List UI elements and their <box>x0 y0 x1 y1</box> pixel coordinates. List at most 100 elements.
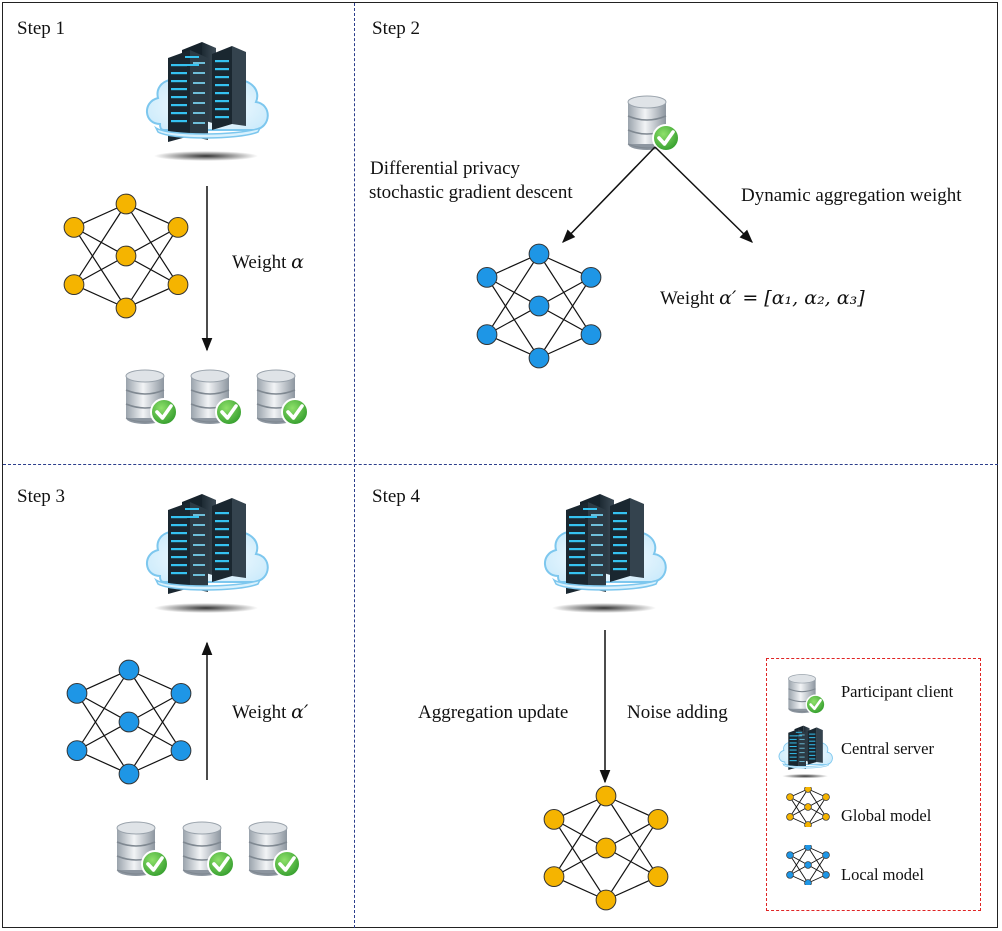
network-node <box>118 711 140 733</box>
global-model-network <box>63 193 189 319</box>
network-node <box>822 813 830 821</box>
network-node <box>543 809 565 830</box>
network-node <box>580 324 602 345</box>
network-node <box>786 793 794 801</box>
network-node <box>804 821 812 827</box>
network-node <box>115 193 137 215</box>
network-edge <box>486 277 540 359</box>
network-edge <box>789 854 809 884</box>
network-node <box>528 347 550 369</box>
network-node <box>822 793 830 801</box>
vertical-divider <box>354 3 355 928</box>
weight-text: Weight <box>232 702 287 723</box>
network-node <box>647 809 669 830</box>
network-node <box>804 861 812 869</box>
weight-formula: α′ = [α₁, α₂, α₃] <box>719 287 865 309</box>
network-node <box>528 295 550 317</box>
network-edge <box>789 846 809 876</box>
legend-item-global-model: Global model <box>841 806 932 825</box>
network-node <box>822 871 830 879</box>
network-node <box>580 267 602 288</box>
network-edge <box>486 253 540 335</box>
weight-text: Weight <box>232 252 287 273</box>
network-node <box>66 740 88 761</box>
horizontal-divider <box>3 464 998 465</box>
network-node <box>118 659 140 681</box>
network-edge <box>76 693 130 775</box>
legend-item-local-model: Local model <box>841 865 924 884</box>
network-node <box>804 845 812 851</box>
network-node <box>647 866 669 887</box>
network-edge <box>605 819 659 901</box>
network-edge <box>553 795 607 877</box>
global-model-network <box>786 787 830 827</box>
network-node <box>118 763 140 785</box>
network-edge <box>76 669 130 751</box>
step2-weight-label: Weight α′ = [α₁, α₂, α₃] <box>660 287 865 310</box>
network-edge <box>128 693 182 775</box>
network-node <box>804 879 812 885</box>
network-node <box>786 871 794 879</box>
step3-label: Step 3 <box>17 486 66 507</box>
local-model-network <box>66 659 192 785</box>
network-node <box>63 274 85 295</box>
network-edge <box>807 854 827 884</box>
network-node <box>167 217 189 238</box>
network-edge <box>125 203 179 285</box>
network-edge <box>553 819 607 901</box>
weight-symbol: α <box>291 251 304 273</box>
aggregation-update-label: Aggregation update <box>418 702 569 723</box>
network-node <box>66 683 88 704</box>
step1-weight-label: Weight α <box>232 251 304 274</box>
network-node <box>595 785 617 807</box>
network-edge <box>538 277 592 359</box>
network-node <box>786 851 794 859</box>
network-node <box>63 217 85 238</box>
legend-item-participant-client: Participant client <box>841 682 954 701</box>
global-model-icon <box>786 787 830 827</box>
local-model-icon <box>786 845 830 885</box>
network-node <box>476 267 498 288</box>
network-node <box>167 274 189 295</box>
dp-sgd-label-line2: stochastic gradient descent <box>369 182 573 203</box>
database-check-icon <box>787 673 827 716</box>
network-edge <box>538 253 592 335</box>
network-node <box>786 813 794 821</box>
network-edge <box>125 227 179 309</box>
legend-item-central-server: Central server <box>841 739 934 758</box>
dynamic-weight-label: Dynamic aggregation weight <box>741 185 962 206</box>
step2-label: Step 2 <box>372 18 421 39</box>
network-node <box>822 851 830 859</box>
weight-symbol: α′ <box>291 701 309 723</box>
network-edge <box>807 788 827 818</box>
cloud-server-icon <box>775 721 837 779</box>
network-node <box>804 803 812 811</box>
legend-box: Participant client Central server Global… <box>766 658 981 911</box>
network-node <box>170 740 192 761</box>
network-node <box>528 243 550 265</box>
network-node <box>115 245 137 267</box>
network-edge <box>807 796 827 826</box>
network-node <box>543 866 565 887</box>
weight-text: Weight <box>660 288 715 309</box>
step4-label: Step 4 <box>372 486 421 507</box>
network-node <box>595 889 617 911</box>
network-edge <box>128 669 182 751</box>
step3-weight-label: Weight α′ <box>232 701 309 724</box>
global-model-network <box>543 785 669 911</box>
left-branch-arrow <box>562 146 656 243</box>
network-edge <box>789 788 809 818</box>
local-model-network <box>476 243 602 369</box>
network-edge <box>73 203 127 285</box>
network-edge <box>73 227 127 309</box>
step1-label: Step 1 <box>17 18 66 39</box>
network-node <box>804 787 812 793</box>
network-node <box>115 297 137 319</box>
right-branch-arrow <box>654 146 753 243</box>
local-model-network <box>786 845 830 885</box>
dp-sgd-label-line1: Differential privacy <box>370 158 520 179</box>
network-node <box>595 837 617 859</box>
network-edge <box>807 846 827 876</box>
